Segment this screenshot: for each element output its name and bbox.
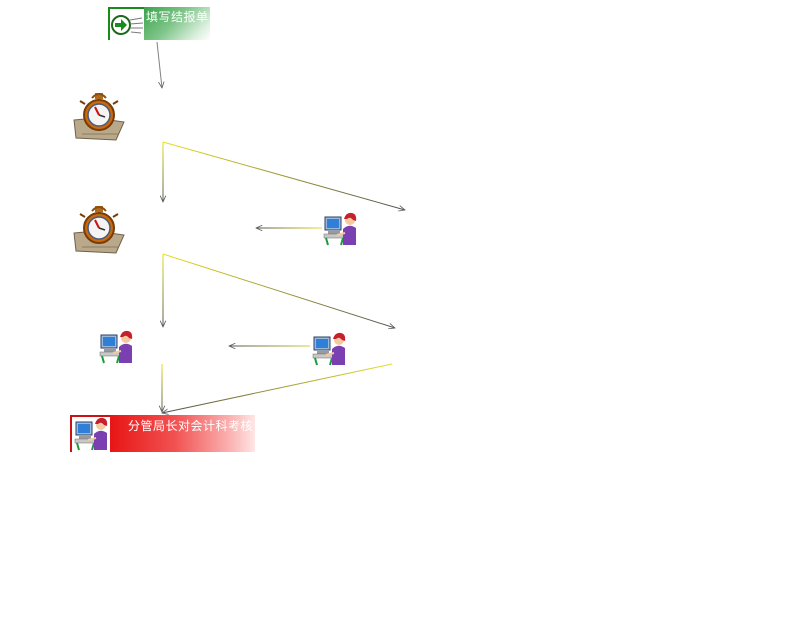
edge-timer2-branch	[162, 253, 395, 328]
edge-branch-to-end	[162, 363, 393, 413]
start-node[interactable]: 填写结报单	[108, 7, 210, 40]
worker-node[interactable]	[323, 211, 359, 247]
timer-node[interactable]	[70, 90, 128, 142]
edge-timer1-branch	[162, 141, 405, 210]
start-node-label: 填写结报单	[146, 10, 209, 24]
start-arrow-icon	[111, 15, 144, 35]
end-node-border	[70, 415, 72, 452]
end-node-background	[110, 415, 255, 452]
start-node-border	[108, 7, 110, 40]
person-at-computer-icon	[312, 332, 346, 366]
start-node-background	[144, 7, 210, 40]
worker-node[interactable]	[99, 329, 135, 365]
timer-node[interactable]	[70, 203, 128, 255]
person-at-computer-icon	[323, 212, 357, 246]
start-node-border-top	[108, 7, 144, 9]
end-node-border-top	[70, 415, 110, 417]
person-at-computer-icon	[74, 417, 108, 451]
person-at-computer-icon	[99, 330, 133, 364]
end-node[interactable]: 分管局长对会计科考核	[70, 415, 255, 452]
end-node-label: 分管局长对会计科考核	[128, 419, 254, 433]
stopwatch-icon	[73, 93, 125, 141]
stopwatch-icon	[73, 206, 125, 254]
worker-node[interactable]	[312, 331, 348, 367]
edge-start-to-timer1	[156, 41, 162, 88]
